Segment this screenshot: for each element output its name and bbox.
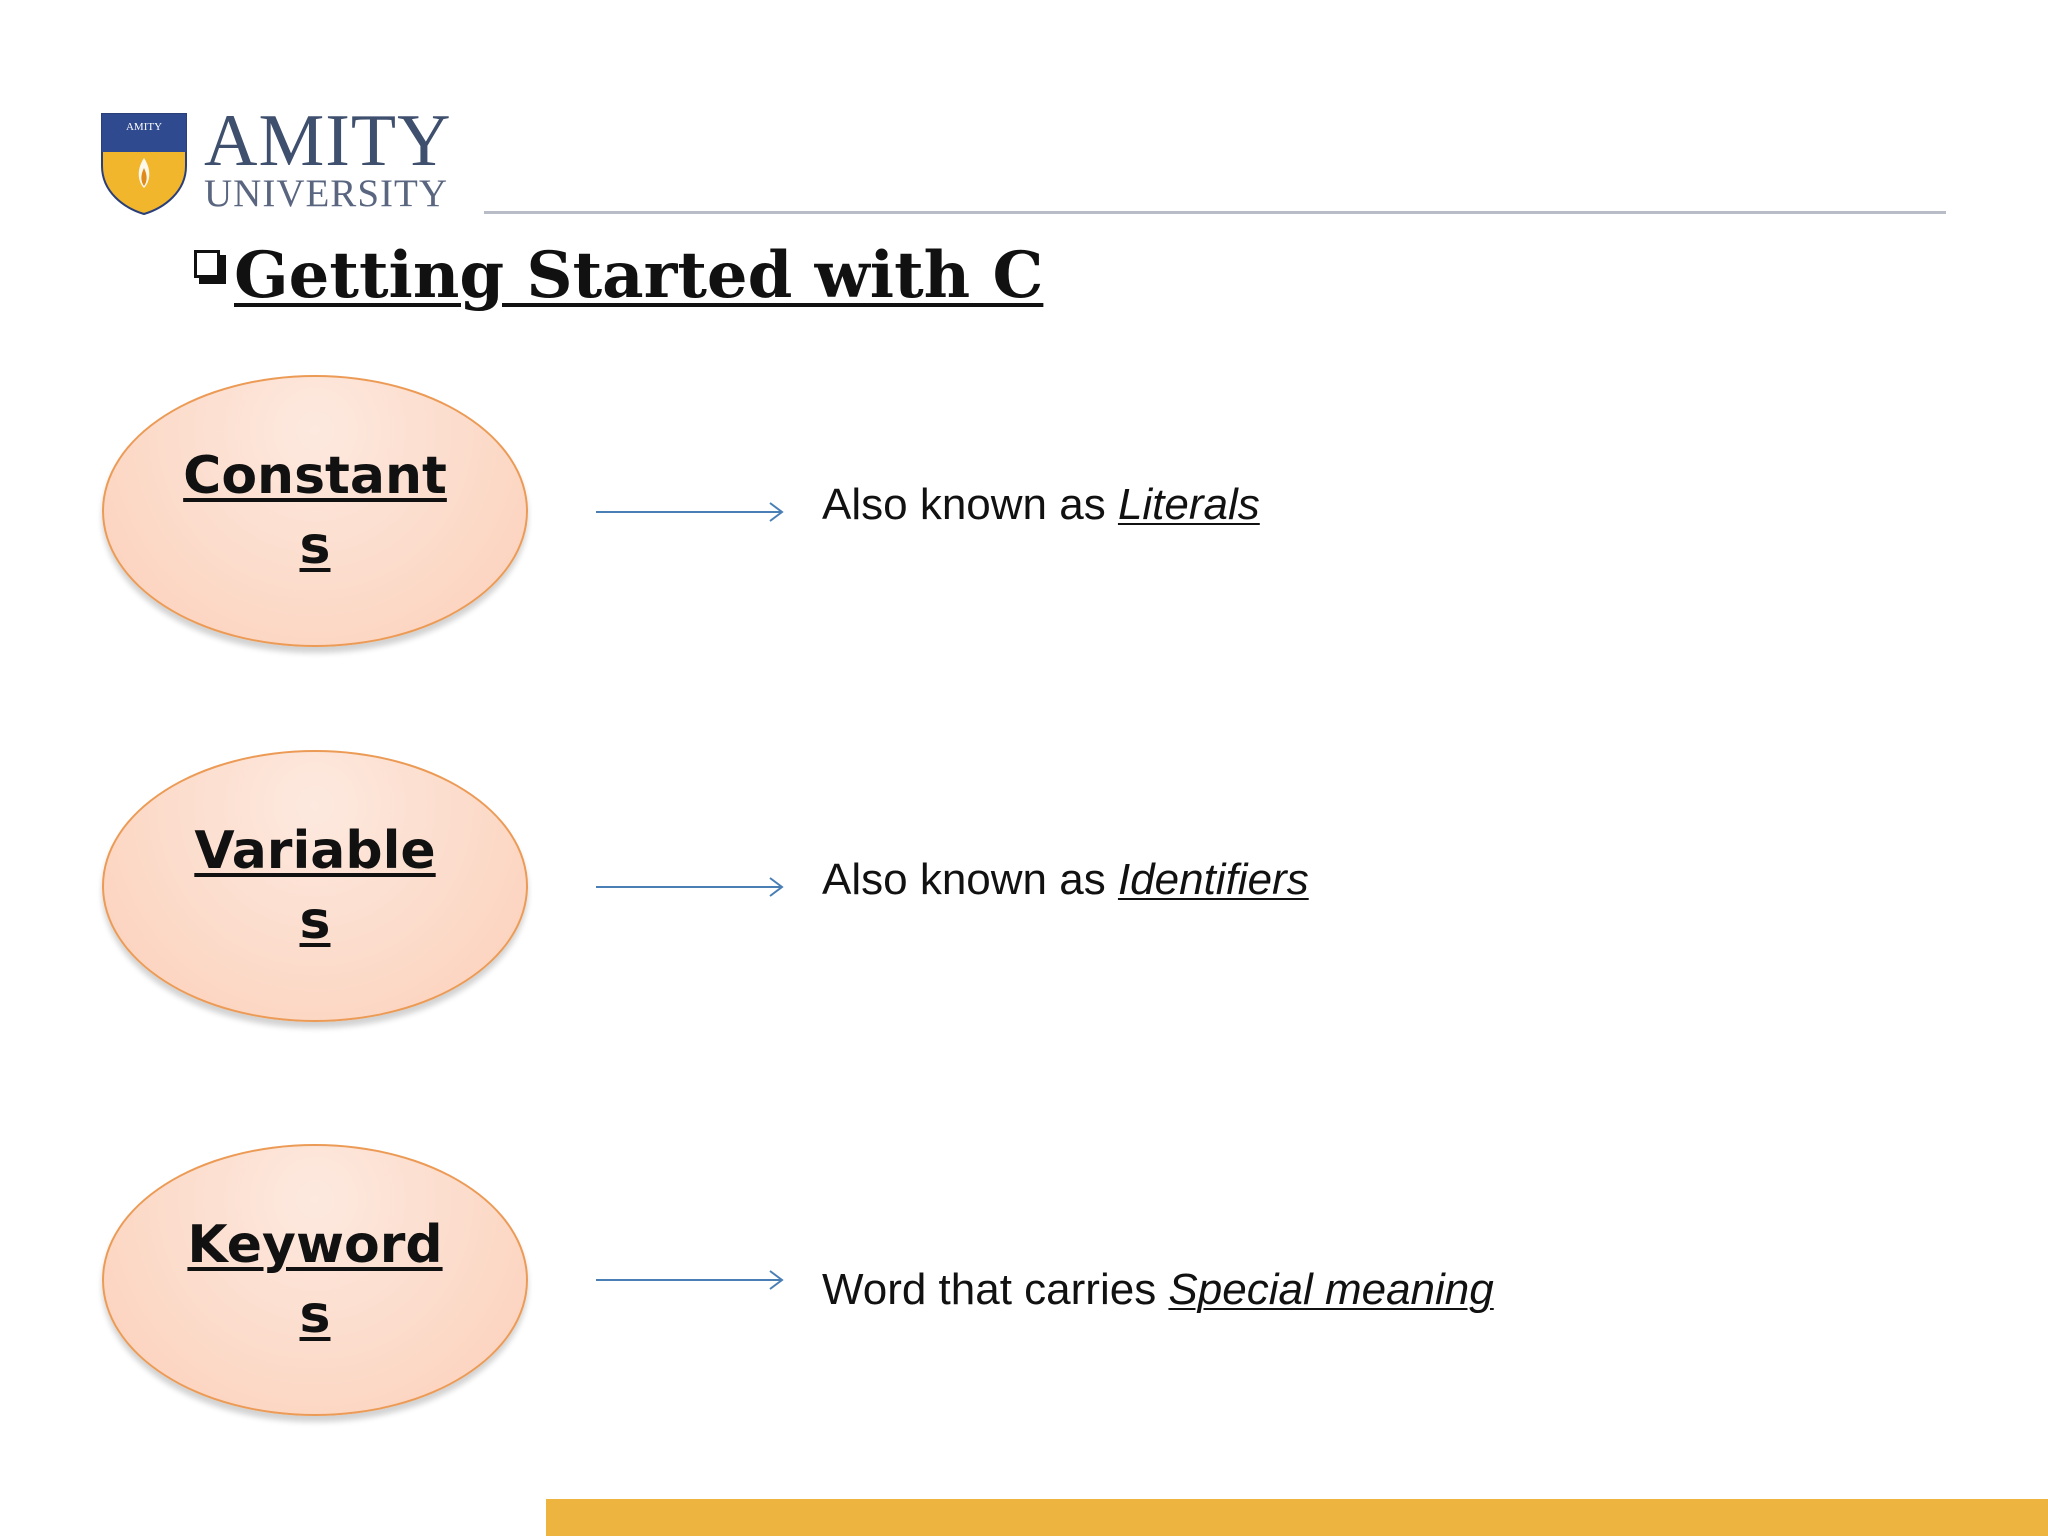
variables-oval: Variables [102, 750, 528, 1022]
keywords-desc-emphasis: Special meaning [1168, 1265, 1494, 1314]
constants-description: Also known as Literals [822, 477, 1260, 533]
shield-text: AMITY [126, 121, 162, 133]
keywords-desc-prefix: Word that carries [822, 1265, 1169, 1314]
constants-desc-emphasis: Literals [1117, 480, 1260, 529]
amity-shield-icon: AMITY [101, 113, 187, 216]
logo-subtitle: UNIVERSITY [204, 172, 448, 215]
constants-oval: Constants [102, 375, 528, 647]
header-divider [484, 211, 1946, 214]
variables-description: Also known as Identifiers [822, 852, 1309, 908]
checkbox-bullet-icon [194, 250, 228, 286]
variables-desc-prefix: Also known as [822, 855, 1118, 904]
variables-label: Variables [194, 821, 436, 951]
keywords-label: Keywords [187, 1215, 443, 1345]
arrow-right-icon [596, 877, 784, 897]
slide-title-text: Getting Started with C [234, 238, 1044, 313]
slide-title: Getting Started with C [194, 236, 1043, 316]
amity-university-logo: AMITY AMITY UNIVERSITY [98, 104, 451, 222]
constants-desc-prefix: Also known as [822, 480, 1118, 529]
keywords-oval: Keywords [102, 1144, 528, 1416]
footer-accent-bar [546, 1499, 2048, 1536]
variables-desc-emphasis: Identifiers [1117, 855, 1309, 904]
constants-label: Constants [183, 446, 447, 576]
logo-wordmark: AMITY [204, 100, 452, 182]
arrow-right-icon [596, 1270, 784, 1290]
keywords-description: Word that carries Special meaning [822, 1262, 1494, 1318]
arrow-right-icon [596, 502, 784, 522]
